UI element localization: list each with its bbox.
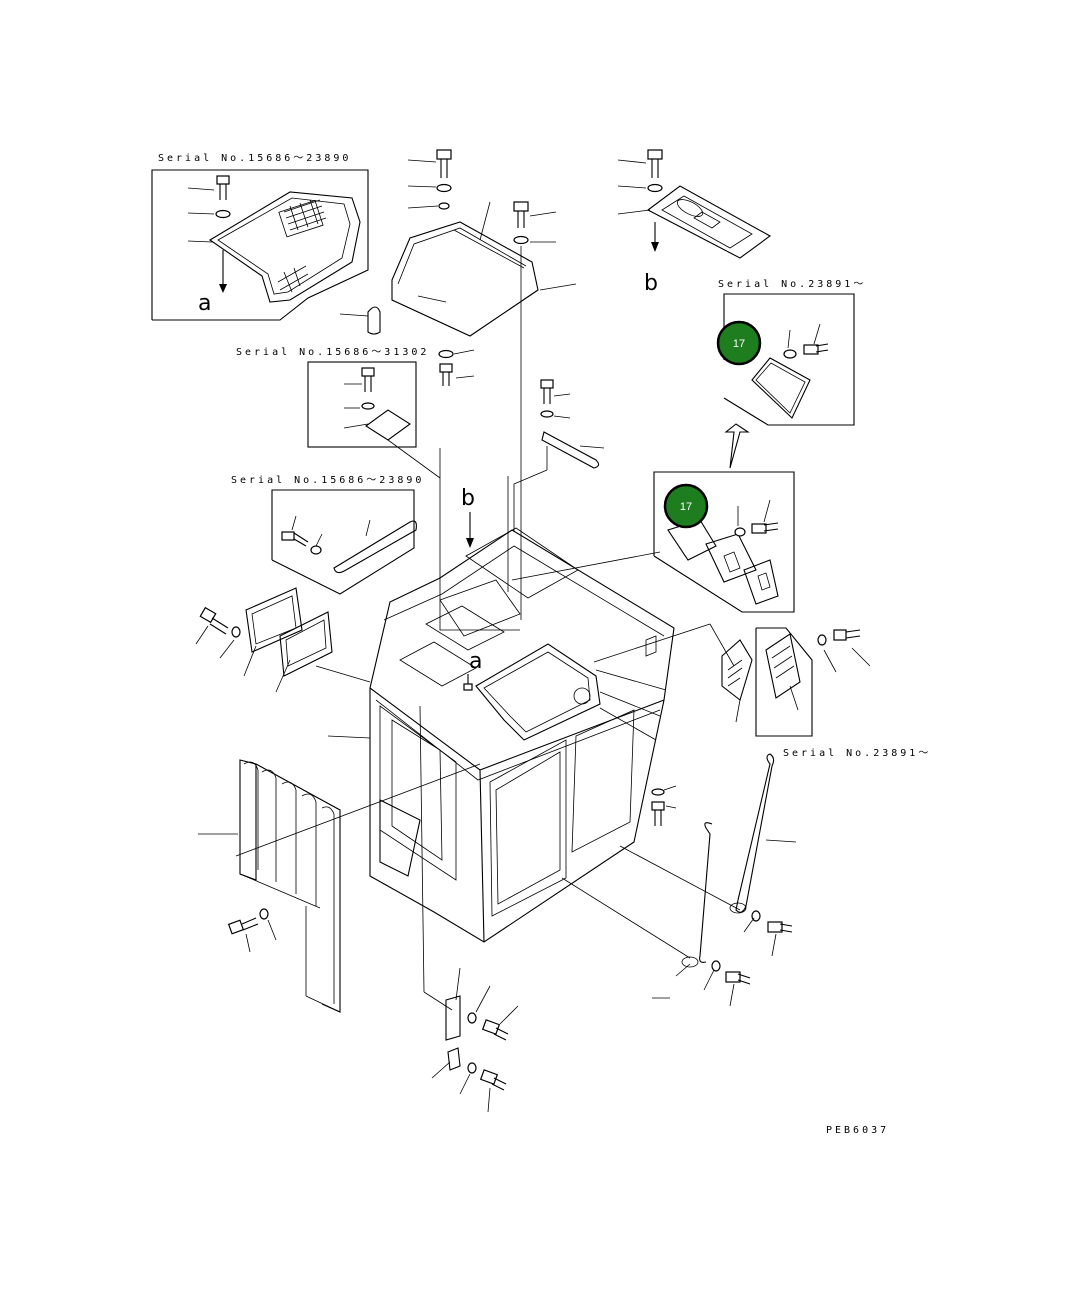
callout-17-top[interactable]: 17	[716, 320, 762, 366]
serial-label-plate-box: Serial No.15686～31302	[236, 347, 429, 358]
view-marker-b-cab: b	[461, 486, 475, 511]
lower-brackets	[431, 967, 519, 1113]
callout-17-top-label: 17	[733, 338, 745, 350]
bracket-assembly	[513, 379, 605, 532]
detail-box-hook-rod	[271, 489, 417, 595]
detail-box-grill-panels	[653, 471, 795, 613]
serial-label-top-right: Serial No.23891～	[718, 279, 866, 290]
figure-code: PEB6037	[826, 1125, 889, 1136]
serial-label-rod-box: Serial No.15686～23890	[231, 475, 424, 486]
detail-box-upper-cover	[723, 293, 855, 426]
left-grill-frame	[198, 759, 341, 1013]
roof-cover-assembly	[339, 149, 577, 620]
right-side-vents	[721, 627, 871, 737]
side-panel-gaskets	[195, 587, 333, 693]
detail-box-grille-cover	[151, 169, 369, 321]
serial-label-right-mid: Serial No.23891～	[783, 748, 931, 759]
detail-box-small-plate	[307, 361, 441, 479]
view-marker-a-top: a	[198, 291, 211, 316]
cab-main-body	[369, 527, 675, 943]
view-marker-b-top: b	[644, 271, 658, 296]
serial-label-top-left: Serial No.15686～23890	[158, 153, 351, 164]
access-plate-assembly	[617, 149, 772, 259]
callout-17-bottom-label: 17	[680, 501, 692, 513]
door-stop-bolts	[651, 785, 677, 826]
door-hold-rods	[652, 753, 797, 1007]
callout-17-bottom[interactable]: 17	[663, 483, 709, 529]
view-marker-a-cab: a	[469, 649, 482, 674]
leader-lines	[235, 448, 741, 1011]
